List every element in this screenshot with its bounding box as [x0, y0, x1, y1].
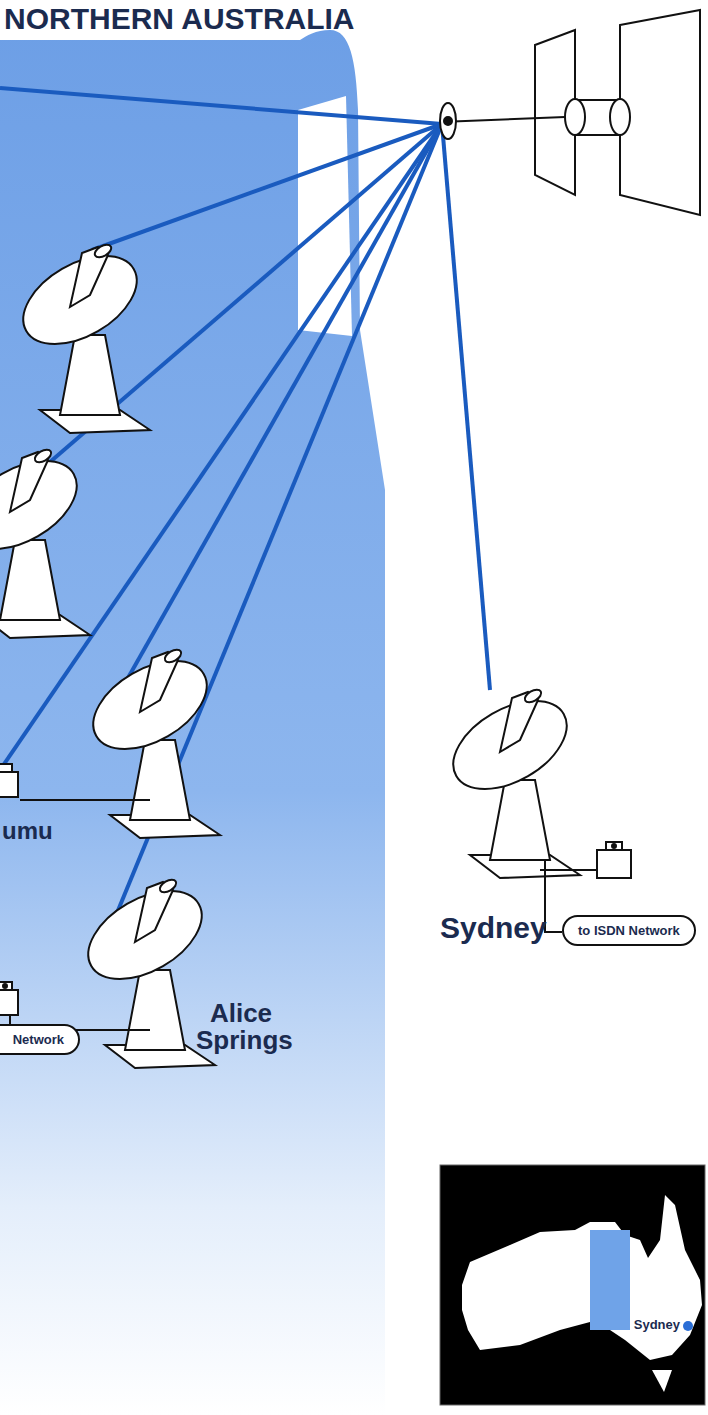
- dish-antenna: [0, 443, 92, 638]
- dish-antenna: [8, 238, 151, 433]
- signal-beam: [0, 124, 442, 770]
- dish-antenna: [438, 683, 581, 878]
- dish-antenna: [73, 873, 216, 1068]
- place-label: Sydney: [634, 1318, 680, 1332]
- signal-beam: [92, 124, 442, 250]
- signal-beams: [0, 88, 490, 925]
- node-text: to ISDN Network: [578, 923, 680, 938]
- signal-beam: [0, 88, 442, 124]
- signal-beam: [442, 124, 490, 690]
- monitors: [0, 764, 631, 1015]
- place-label: umu: [2, 818, 53, 843]
- wires: [10, 800, 612, 1042]
- place-label: Sydney: [440, 912, 547, 944]
- network-pill: to ISDN Network: [562, 915, 696, 946]
- inset-map: [440, 1165, 705, 1405]
- node-text: Network: [13, 1032, 64, 1047]
- satellite: [440, 10, 700, 215]
- signal-beam: [120, 124, 442, 692]
- place-label: Alice Springs: [196, 1000, 286, 1055]
- signal-beam: [112, 124, 442, 925]
- title: NORTHERN AUSTRALIA: [4, 2, 355, 36]
- region-map: [0, 30, 385, 1415]
- dishes: [0, 238, 582, 1068]
- dish-antenna: [78, 643, 221, 838]
- network-pill: Network: [0, 1024, 80, 1055]
